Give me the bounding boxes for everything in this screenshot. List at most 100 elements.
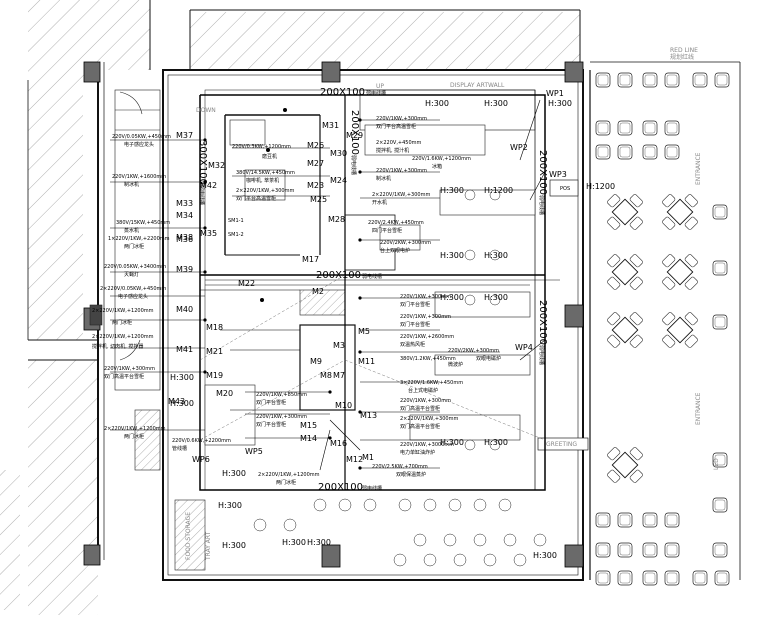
circuit-wiring [110,99,546,471]
svg-text:弱电线槽: 弱电线槽 [538,195,545,215]
wall-point: WP6 [192,455,210,464]
svg-text:200X100: 200X100 [349,110,360,155]
outlet-id: M38 [176,233,193,242]
outlet-id: M21 [206,347,223,356]
equip-note: 220V/1KW,+300mm [400,398,451,404]
equip-note: 2×220V/1KW,+1200mm [258,472,320,478]
svg-text:弱电线槽: 弱电线槽 [198,185,205,205]
entrance-label-mid: ENTRANCE [695,392,702,425]
outlet-id: M37 [176,131,193,140]
wall-point: WP4 [515,343,533,352]
height-marker: H:300 [484,99,508,108]
outlet-id: M42 [200,181,217,190]
red-line-label: RED LINE [670,47,698,54]
equip-note: 双门高温平台雪柜 [400,405,440,412]
up-label: UP [376,83,384,90]
equip-note: 四门平台雪柜 [372,227,402,234]
stair-area [114,89,206,571]
equip-note: 双门平台雪柜 [400,301,430,308]
food-storage-label: FOOD STORAGE [185,512,192,560]
height-marker: H:300 [440,293,464,302]
equip-note: 1×220V/1KW,+2200mm [108,236,170,242]
height-marker: H:1200 [484,186,513,195]
equip-note: 双门平台雪柜 [256,421,286,428]
equip-note: 220V/0.3KW,+1200mm [232,144,291,150]
equip-note: 3×220V/1.6KW,+450mm [400,380,463,386]
svg-text:200X100: 200X100 [537,300,548,345]
outlet-id: M18 [206,323,223,332]
outlet-id: M29 [346,131,363,140]
height-marker: H:300 [307,538,331,547]
outlet-id: M23 [307,181,324,190]
outlet-id: M36 [176,235,193,244]
height-marker: H:300 [282,538,306,547]
height-marker: H:300 [218,501,242,510]
height-marker: H:300 [440,186,464,195]
equip-note: 220V/0.6KW,+2200mm [172,438,231,444]
equip-note: 380V/1.2KW,+450mm [400,356,456,362]
outlet-id: M33 [176,199,193,208]
red-line-sub-label: 规划红线 [670,53,694,61]
svg-text:弱电线槽: 弱电线槽 [362,273,382,280]
equip-note: 380V/14.5KW,+450mm [236,170,295,176]
wall-point: WP1 [546,89,564,98]
outlet-id: M13 [360,411,377,420]
outlet-id: M28 [328,215,345,224]
cable-trunking [199,94,546,491]
kitchen-stools [253,189,547,567]
equip-note: 蒸水机 [124,227,139,234]
height-marker: H:300 [533,551,557,560]
equip-note: 两门冰柜 [276,479,296,486]
equip-note: 2×220V/1KW,+1200mm [92,308,154,314]
equip-note: 电子感应龙头 [118,293,148,300]
height-markers: H:300 H:300 H:300 H:300 H:1200 H:300 H:3… [170,99,615,560]
equip-note: 2×220V/1KW,+1200mm [104,426,166,432]
outlet-id: M30 [330,149,347,158]
outlet-id: M1 [362,453,374,462]
height-marker: H:300 [484,251,508,260]
equip-note: 灭蝇灯 [124,271,139,278]
svg-text:弱电线槽: 弱电线槽 [362,485,382,492]
equip-note: 制冰机 [124,181,139,188]
equip-note: 两门冰柜 [124,243,144,250]
height-marker: H:1200 [586,182,615,191]
equip-note: 220V/1KW,+850mm [256,392,307,398]
equip-note: 管线槽 [172,445,187,452]
outlet-id: M24 [330,176,347,185]
outlet-id: M12 [346,455,363,464]
equip-note: 咖啡机, 萃茶机 [246,177,279,184]
equip-note: 220V/1KW,+2600mm [400,334,454,340]
equip-note: 双门平台雪柜 [400,321,430,328]
equip-note: 制冰机 [376,175,391,182]
wall-point: WP3 [549,170,567,179]
equip-note: 380V/15KW,+450mm [116,220,170,226]
equip-note: 220V/1KW,+300mm [400,314,451,320]
equip-note: 搅拌机, 搅汁机 [376,147,409,154]
outlet-id: M22 [238,279,255,288]
dining-tables [606,193,699,484]
equip-note: 220V/2KW,+300mm [380,240,431,246]
greeting-label: GREETING [546,441,577,448]
equip-note: 电力单缸油炸炉 [400,449,435,456]
equip-note: 220V/1KW,+3000mm [400,442,454,448]
junction-dots [203,108,362,470]
equip-note: 搅拌机, 切肉机, 搅拌器 [92,343,143,350]
entrance-label-top: ENTRANCE [695,152,702,185]
outlet-id: SM1-1 [228,218,244,224]
led-label: LED [713,458,720,470]
outlet-id: M17 [302,255,319,264]
equip-note: 220V/1KW,+300mm [104,366,155,372]
equip-note: 220V/1.6KW,+1200mm [412,156,471,162]
outlet-id: M41 [176,345,193,354]
outlet-id: M11 [358,357,375,366]
pos-label: POS [560,186,570,192]
outlet-id: M8 [320,371,332,380]
equip-note: 开水机 [372,199,387,206]
